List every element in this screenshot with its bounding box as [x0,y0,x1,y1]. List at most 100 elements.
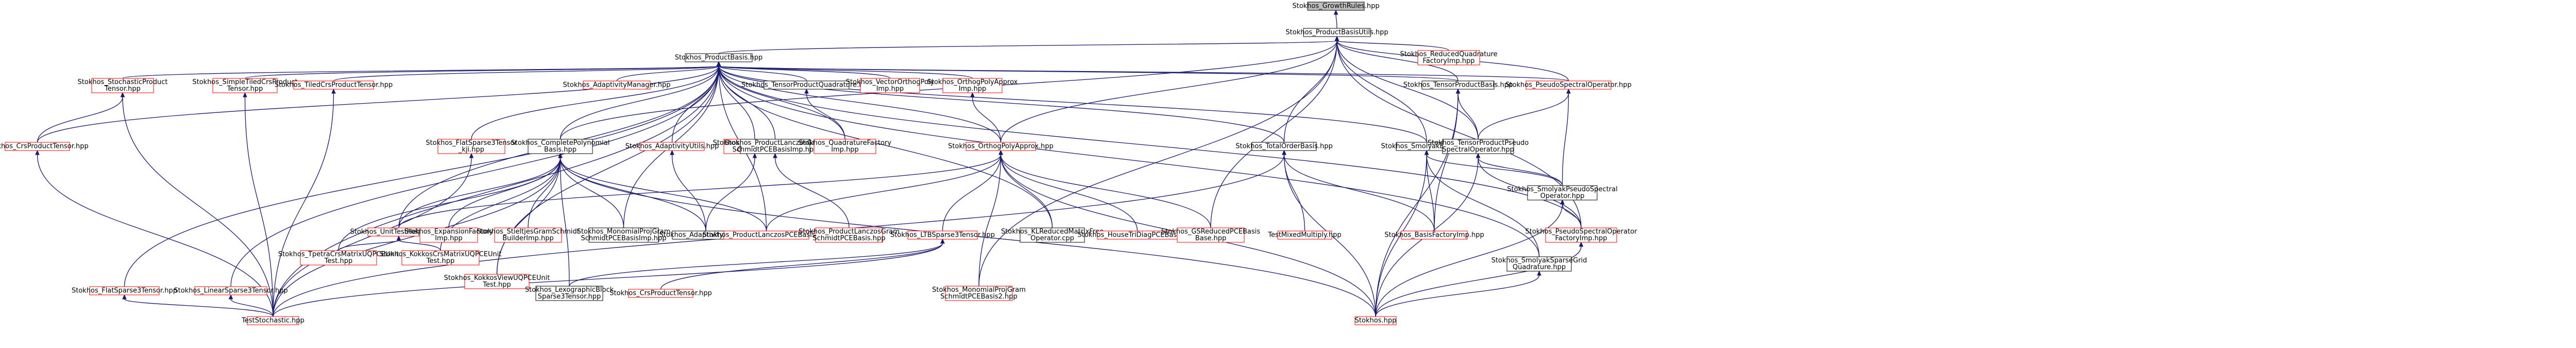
file-node-am[interactable]: Stokhos_AdaptivityManager.hpp [563,80,671,90]
file-node-tpps[interactable]: Stokhos_TensorProductPseudoSpectralOpera… [1428,139,1529,154]
file-node-tmm[interactable]: TestMixedMultiply.hpp [1267,230,1342,240]
file-node-ttcp[interactable]: Stokhos_TiledCrsProductTensor.hpp [275,80,393,90]
node-box [437,139,505,154]
file-node-sgs[interactable]: Stokhos_StieltjesGramSchmidtBuilderImp.h… [477,227,580,243]
arrowhead [670,150,674,155]
node-label: Imp.hpp [876,85,904,93]
file-node-hcd[interactable]: Stokhos_HouseTriDiagPCEBasis.hpp [1078,230,1197,240]
dependency-edge [1478,93,1569,140]
file-node-plgs[interactable]: Stokhos_ProductLanczosGramSchmidtPCEBasi… [725,139,826,154]
dependency-edge [774,157,850,228]
node-label: Stokhos_QuadratureFactory [799,139,891,147]
node-box [1421,80,1495,90]
node-label: Stokhos_OrthogPolyApprox [927,78,1018,86]
file-node-fst[interactable]: Stokhos_FlatSparse3Tensor.hpp [72,286,177,295]
dependency-edge [978,154,1002,287]
node-label: Tensor.hpp [104,85,141,93]
node-box [494,227,562,243]
node-label: Stokhos_TensorProductQuadrature.hpp [741,81,872,89]
file-node-plpce[interactable]: Stokhos_ProductLanczosPCEBasis.hpp [703,230,831,240]
dependency-edge [122,65,719,79]
node-box [91,78,154,93]
node-label: Test.hpp [324,257,352,265]
node-label: FactoryImp.hpp [1555,235,1607,242]
node-box [815,227,883,243]
node-box [528,139,593,154]
node-box [1506,256,1572,272]
file-node-fstkji[interactable]: Stokhos_FlatSparse3Tensor_kji.hpp [426,139,517,154]
node-box [685,53,753,62]
file-node-ts[interactable]: TestStochastic.hpp [241,316,304,325]
dependency-edge [718,65,1427,143]
arrowhead [773,153,777,158]
file-node-lbs[interactable]: Stokhos_LexographicBlockSparse3Tensor.hp… [525,286,614,301]
file-node-cpth[interactable]: Stokhos_CrsProductTensor.hpp [609,289,712,298]
node-label: Stokhos_TiledCrsProductTensor.hpp [275,81,393,89]
node-box [464,274,530,289]
dependency-edge [1000,154,1211,228]
node-box [1303,28,1371,37]
dependency-edge [1375,93,1459,317]
file-node-tpb[interactable]: Stokhos_TensorProductBasis.hpp [1403,80,1513,90]
file-node-cpt[interactable]: Stokhos_CrsProductTensor.hpp [0,142,89,151]
node-box [1442,139,1514,154]
node-box [1527,185,1598,201]
file-node-l3b[interactable]: Stokhos_LTBSparse3Tensor.hpp [890,230,995,240]
node-box [639,142,705,151]
node-label: Stokhos_StochasticProduct [78,78,168,86]
file-node-mpg[interactable]: Stokhos_MonomialProjGramSchmidtPCEBasisI… [577,227,671,243]
file-node-tpq[interactable]: Stokhos_TensorProductQuadrature.hpp [741,80,872,90]
file-node-lst[interactable]: Stokhos_LinearSparse3Tensor.hpp [174,286,288,295]
file-node-pso[interactable]: Stokhos_PseudoSpectralOperator.hpp [1505,80,1632,90]
file-node-psofi[interactable]: Stokhos_PseudoSpectralOperatorFactoryImp… [1526,227,1638,243]
file-node-mpgh[interactable]: Stokhos_MonomialProjGramSchmidtPCEBasis2… [932,286,1026,301]
file-node-tob[interactable]: Stokhos_TotalOrderBasis.hpp [1235,142,1333,151]
node-box [1177,227,1245,243]
node-label: Stokhos_CrsProductTensor.hpp [609,290,712,297]
arrowhead [243,92,247,97]
node-box [907,230,978,240]
arrowhead [469,153,474,158]
dependency-edge [718,65,1540,257]
node-box [583,80,651,90]
dependency-edge [1426,154,1540,257]
node-label: Stokhos_TotalOrderBasis.hpp [1235,143,1333,151]
arrowhead [1579,241,1584,247]
dependency-edge [1336,40,1479,140]
node-label: Tensor.hpp [227,85,263,93]
file-node-pb[interactable]: Stokhos_ProductBasis.hpp [675,53,763,62]
file-node-au[interactable]: Stokhos_AdaptivityUtils.hpp [625,142,719,151]
node-label: Stokhos_ProductBasis.hpp [675,54,763,62]
file-node-plgsh[interactable]: Stokhos_ProductLanczosGramSchmidtPCEBasi… [799,227,900,243]
file-node-spso[interactable]: Stokhos_SmolyakPseudoSpectralOperator.hp… [1507,185,1618,201]
file-node-opah[interactable]: Stokhos_OrthogPolyApprox.hpp [948,142,1054,151]
file-node-bfi[interactable]: Stokhos_BasisFactoryImp.hpp [1384,230,1484,240]
node-label: SpectralOperator.hpp [1442,146,1514,154]
node-box [860,78,920,93]
file-node-pbu[interactable]: Stokhos_ProductBasisUtils.hpp [1285,28,1388,37]
arrowhead [1282,150,1286,155]
file-node-sh[interactable]: Stokhos.hpp [1354,316,1397,325]
arrowhead [1455,88,1461,94]
node-label: Stokhos_FlatSparse3Tensor [426,139,517,147]
node-label: Imp.hpp [435,235,463,242]
file-node-root[interactable]: Stokhos_GrowthRules.hpp [1292,2,1380,11]
node-label: Operator.cpp [1030,235,1074,242]
dependency-edge [37,154,274,317]
node-box [212,78,278,93]
dependency-edge [560,157,767,231]
